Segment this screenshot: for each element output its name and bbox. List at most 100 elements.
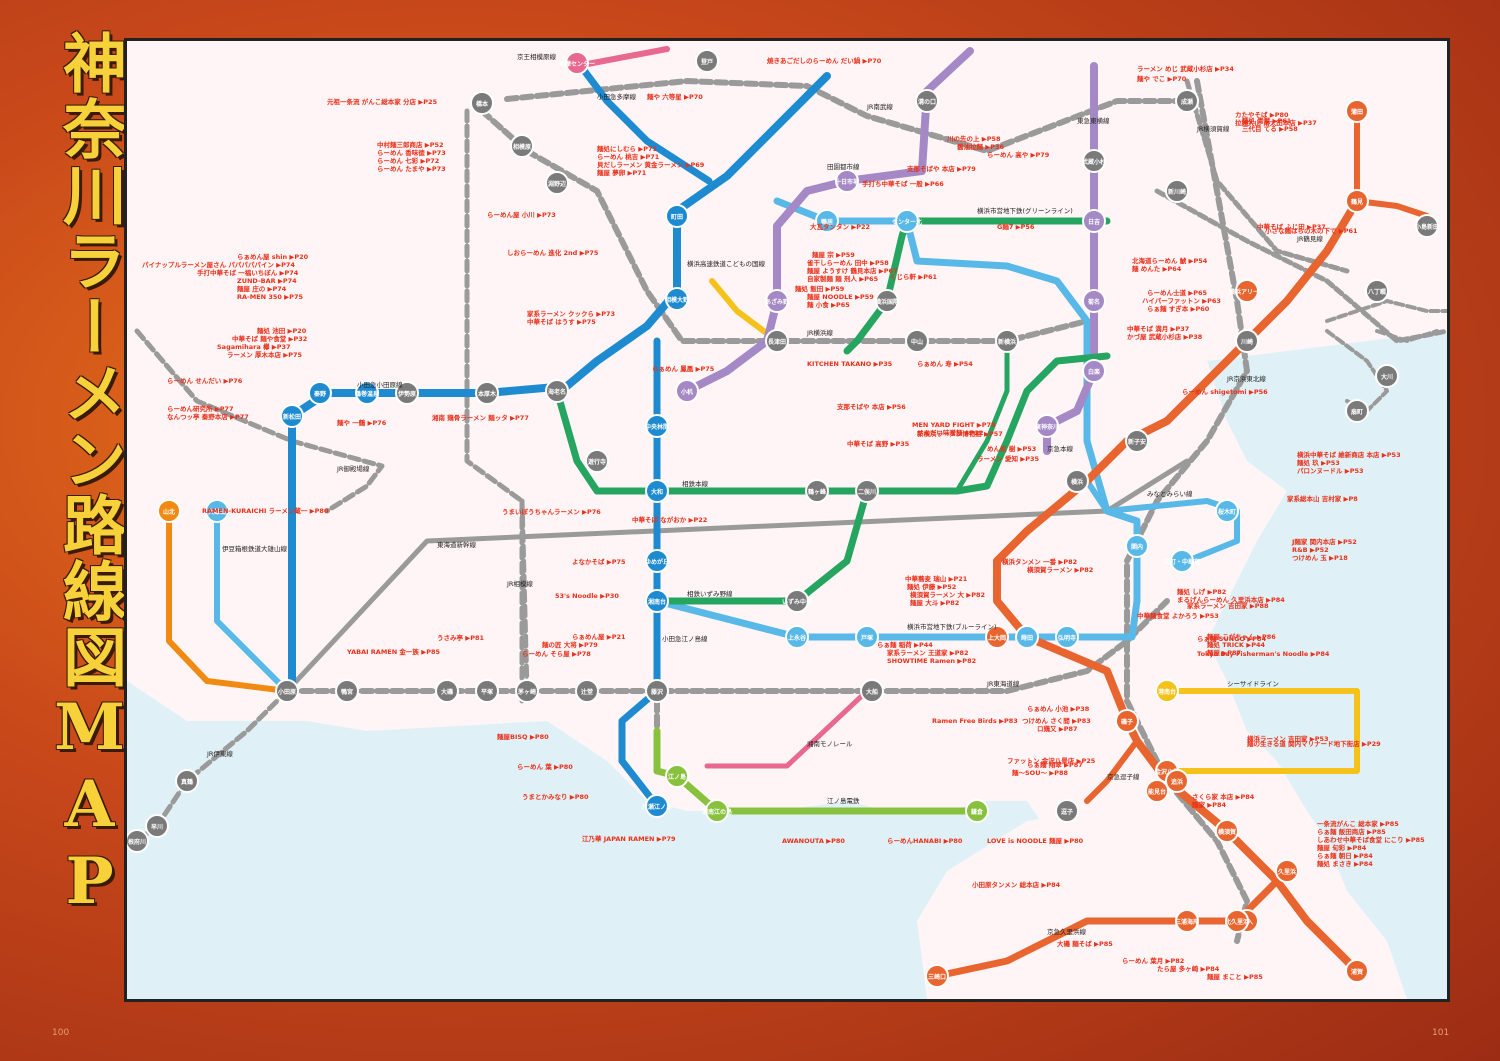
station-label-oppama: 追浜 [1171, 778, 1183, 786]
shop-label: パロンヌードル ▶P53 [1297, 466, 1364, 475]
station-sagamiono [665, 287, 689, 311]
line-label-tokaido_shinkansen: 東海道新幹線 [437, 540, 477, 549]
shop-label: AWANOUTA ▶P80 [782, 837, 845, 845]
station-yamakita [157, 499, 181, 523]
shop-label: 麺家 ▶P84 [1191, 800, 1227, 809]
station-yokohama [1065, 469, 1089, 493]
shop-label: らーめん 高や ▶P79 [987, 150, 1050, 159]
shop-label: 中華麺食堂 よかろう ▶P53 [1137, 611, 1219, 620]
line-label-shonan_monorail: 湘南モノレール [807, 739, 853, 748]
station-label-azamino: あざみ野 [765, 298, 789, 306]
station-label-kamonomiya: 鴨宮 [341, 688, 353, 696]
line-jr-sagami-2 [519, 498, 530, 694]
shop-label: 新横浜ラーメン博物館 ▶P57 [917, 429, 1003, 438]
shop-label: J麺家 関内本店 ▶P52 [1291, 537, 1357, 546]
station-label-katase_enoshima: 片瀬江ノ島 [642, 803, 672, 811]
station-label-hon_atsugi: 本厚木 [478, 390, 497, 398]
station-label-ofuna: 大船 [866, 688, 878, 696]
sea-sagami-bay [127, 681, 1087, 999]
shop-label: 麺屋 夢卵 ▶P71 [596, 168, 647, 177]
shop-label: 麺屋 旬彩 ▶P84 [1316, 843, 1367, 852]
shop-label: らーめん 葉 ▶P80 [517, 762, 573, 771]
shop-label: つけめん 玉 ▶P18 [1292, 554, 1348, 562]
station-hon_atsugi [475, 381, 499, 405]
shop-label: 大磯 麺そば ▶P85 [1057, 939, 1113, 948]
shop-label: 麺 小食 ▶P65 [806, 300, 850, 309]
shop-label: RAMEN-KURAICHI ラーメン蔵一 ▶P80 [202, 506, 329, 515]
station-label-oiso: 大磯 [441, 688, 453, 696]
station-label-nagatsuta: 長津田 [768, 338, 786, 346]
station-label-konandai: 港南台 [1158, 688, 1176, 696]
shop-label: らーめん たまや ▶P73 [377, 164, 446, 173]
route-map: 橋本相模原淵野辺町田相模大野海老名本厚木伊勢原秦野新松田小田原鴨宮大磯平塚茅ヶ崎… [124, 38, 1450, 1002]
shop-label: かづ屋 武蔵小杉店 ▶P38 [1127, 332, 1203, 341]
station-label-isehara: 伊勢原 [397, 390, 416, 398]
station-label-kurihama: 久里浜 [1278, 868, 1296, 876]
line-jr-tokaido [284, 598, 1170, 694]
shop-label: 麺処 しげ ▶P82 [1176, 587, 1226, 596]
shop-label: らーめん shigetomi ▶P56 [1182, 388, 1268, 396]
shop-label: ZUND-BAR ▶P74 [237, 277, 297, 285]
shop-label: 麺屋 NOODLE ▶P59 [806, 292, 874, 301]
shop-label: らーめんHANABI ▶P80 [887, 837, 963, 845]
station-label-kaminagaya: 上永谷 [788, 634, 807, 642]
line-label-sotetsu_main: 相鉄本線 [682, 479, 709, 488]
station-kawasaki [1235, 329, 1259, 353]
station-azamino [765, 289, 789, 313]
shop-label: 元祖一条流 がんこ総本家 分店 ▶P25 [327, 97, 438, 106]
shop-label: ファットン 金沢八景店 ▶P25 [1007, 756, 1096, 765]
shop-label: KITCHEN TAKANO ▶P35 [807, 360, 893, 368]
station-label-kannai: 関内 [1131, 543, 1143, 551]
station-kamonomiya [335, 679, 359, 703]
station-yamato [645, 479, 669, 503]
station-label-chigasaki: 茅ヶ崎 [518, 688, 536, 696]
station-kurihama [1275, 859, 1299, 883]
station-label-kanazawa_hakkei: 金沢八景 [1154, 768, 1179, 776]
shop-label: SHOWTIME Ramen ▶P82 [887, 657, 976, 665]
line-sotetsu-izumino [653, 487, 871, 605]
station-label-yugyoji: 遊行寺 [588, 458, 606, 466]
shop-label: 大瓦タンタン ▶P22 [810, 222, 870, 231]
shop-label: 横浜中華そば 維新商店 本店 ▶P53 [1297, 450, 1401, 459]
station-label-fuchinobe: 淵野辺 [548, 180, 566, 188]
station-label-kamoi: 鴨居 [821, 218, 833, 226]
shop-label: 中華そば 麺や食堂 ▶P32 [232, 334, 307, 343]
station-musashi_kosugi [1082, 149, 1106, 173]
station-katase_enoshima [645, 794, 669, 818]
station-kamata [1345, 99, 1369, 123]
station-label-tsurumi: 鶴見 [1351, 198, 1363, 206]
shop-label: 三代目 てる ▶P58 [1242, 124, 1298, 133]
shop-label: 中華そば はうす ▶P75 [527, 317, 596, 326]
station-nakayama [905, 329, 929, 353]
station-label-yamato: 大和 [651, 488, 663, 496]
station-shin_kawasaki [1165, 179, 1189, 203]
station-hashimoto [470, 91, 494, 115]
station-kitakurihama [1225, 909, 1249, 933]
station-odawara [275, 679, 299, 703]
shop-label: しおらーめん 進化 2nd ▶P75 [507, 248, 599, 257]
station-tokaichiba [835, 169, 859, 193]
station-kamiooka [985, 625, 1009, 649]
shop-label: 麺〜SOU〜 ▶P88 [1011, 768, 1069, 777]
station-label-daiyuzan: 大雄山 [208, 508, 226, 516]
station-label-futamatagawa: 二俣川 [858, 488, 876, 496]
line-shonan-monorail [704, 688, 870, 769]
shop-label: らーめん研究所 ▶P77 [167, 404, 234, 413]
route-map-svg: 橋本相模原淵野辺町田相模大野海老名本厚木伊勢原秦野新松田小田原鴨宮大磯平塚茅ヶ崎… [125, 46, 1450, 999]
shop-label: 雀干しらーめん 田中 ▶P58 [806, 258, 889, 267]
station-yumegaoka [645, 549, 669, 573]
shop-label: 麺処 玖 ▶P53 [1296, 458, 1340, 467]
station-label-hatchonawate: 八丁畷 [1367, 288, 1387, 296]
shop-label: 小さな麺はらの木の下で ▶P61 [1264, 226, 1358, 235]
shop-label: らーめん 七彩 ▶P72 [377, 156, 439, 165]
station-label-zushi: 逗子 [1061, 808, 1073, 816]
shop-label: めん処 樹 ▶P53 [987, 444, 1036, 453]
station-ebina [545, 379, 569, 403]
line-label-green_line: 横浜市営地下鉄(グリーンライン) [977, 206, 1073, 215]
shop-label: 中華そば ながおか ▶P22 [632, 515, 707, 524]
shop-label: RA-MEN 350 ▶P75 [237, 293, 303, 301]
line-jr-gotemba [134, 328, 385, 514]
station-hakuraku [1082, 359, 1106, 383]
station-tsurumi [1345, 189, 1369, 213]
line-label-odakyu_odawara: 小田急小田原線 [357, 380, 403, 389]
